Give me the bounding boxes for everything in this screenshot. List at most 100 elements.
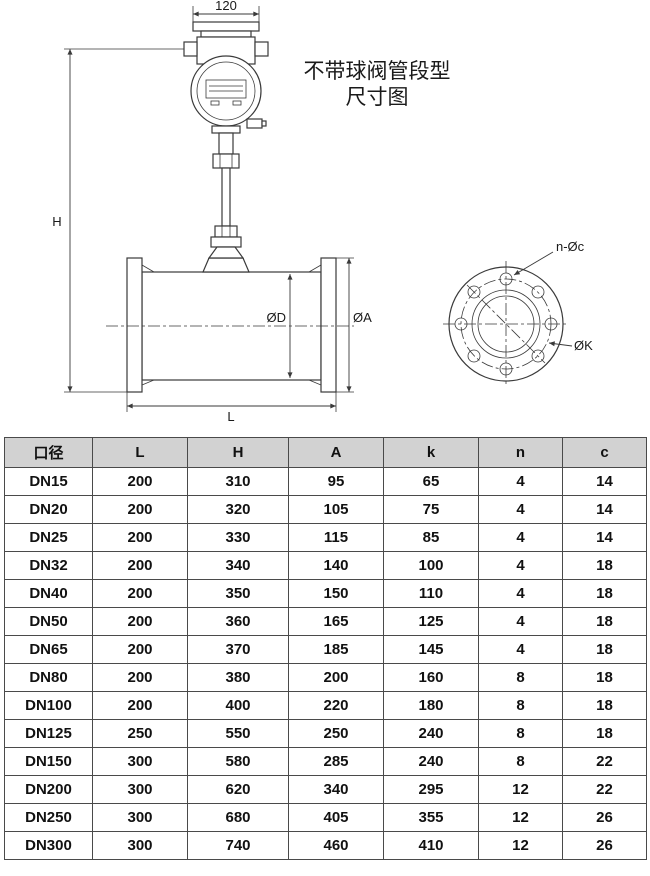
cell-l: 300 (92, 747, 188, 776)
cell-k: 240 (383, 747, 479, 776)
cell-a: 95 (288, 467, 384, 496)
cell-l: 300 (92, 803, 188, 832)
cell-diameter: DN250 (4, 803, 93, 832)
cell-a: 115 (288, 523, 384, 552)
cell-l: 200 (92, 691, 188, 720)
cell-diameter: DN25 (4, 523, 93, 552)
cell-diameter: DN50 (4, 607, 93, 636)
cell-k: 180 (383, 691, 479, 720)
cell-k: 125 (383, 607, 479, 636)
cell-c: 18 (562, 551, 647, 580)
cell-c: 22 (562, 775, 647, 804)
table-row: DN50 200 360 165 125 4 18 (4, 607, 647, 636)
cell-k: 75 (383, 495, 479, 524)
cell-n: 4 (478, 551, 563, 580)
cell-a: 185 (288, 635, 384, 664)
lcd-display (205, 79, 247, 99)
dimension-120: 120 (192, 0, 260, 22)
cell-c: 26 (562, 803, 647, 832)
cell-n: 8 (478, 691, 563, 720)
cell-k: 100 (383, 551, 479, 580)
cell-c: 18 (562, 719, 647, 748)
dimension-label-l: L (227, 409, 234, 424)
dimension-label-od: ØD (267, 310, 287, 325)
cell-k: 160 (383, 663, 479, 692)
column-header-a: A (288, 437, 384, 468)
table-row: DN65 200 370 185 145 4 18 (4, 635, 647, 664)
cell-k: 355 (383, 803, 479, 832)
cell-a: 340 (288, 775, 384, 804)
cell-h: 740 (187, 831, 289, 860)
cell-c: 18 (562, 691, 647, 720)
cable-gland (246, 118, 263, 129)
table-row: DN32 200 340 140 100 4 18 (4, 551, 647, 580)
table-row: DN20 200 320 105 75 4 14 (4, 495, 647, 524)
cell-c: 18 (562, 635, 647, 664)
sensor-mount-boss (202, 257, 250, 273)
cell-l: 250 (92, 719, 188, 748)
cell-l: 200 (92, 495, 188, 524)
cell-n: 12 (478, 831, 563, 860)
cell-k: 295 (383, 775, 479, 804)
cell-h: 620 (187, 775, 289, 804)
cell-a: 460 (288, 831, 384, 860)
column-header-diameter: 口径 (4, 437, 93, 468)
cell-l: 200 (92, 551, 188, 580)
flange-face-view: n-Øc ØK (443, 239, 593, 387)
cell-h: 360 (187, 607, 289, 636)
table-row: DN250 300 680 405 355 12 26 (4, 803, 647, 832)
cell-n: 4 (478, 495, 563, 524)
dimension-table: 口径 L H A k n c DN15 200 310 95 65 4 14 D… (4, 437, 647, 860)
cell-h: 580 (187, 747, 289, 776)
cell-l: 300 (92, 831, 188, 860)
cell-diameter: DN100 (4, 691, 93, 720)
table-row: DN300 300 740 460 410 12 26 (4, 831, 647, 860)
cell-n: 4 (478, 523, 563, 552)
cell-l: 200 (92, 635, 188, 664)
cell-a: 200 (288, 663, 384, 692)
cell-n: 4 (478, 467, 563, 496)
dimension-table-body: DN15 200 310 95 65 4 14 DN20 200 320 105… (4, 467, 647, 860)
cell-l: 300 (92, 775, 188, 804)
dimension-h: H (52, 48, 184, 393)
table-row: DN25 200 330 115 85 4 14 (4, 523, 647, 552)
cell-a: 285 (288, 747, 384, 776)
cell-n: 8 (478, 663, 563, 692)
bolt-holes-label: n-Øc (556, 239, 585, 254)
table-row: DN80 200 380 200 160 8 18 (4, 663, 647, 692)
cell-a: 405 (288, 803, 384, 832)
cell-n: 8 (478, 719, 563, 748)
cell-h: 340 (187, 551, 289, 580)
cell-c: 14 (562, 495, 647, 524)
cell-h: 400 (187, 691, 289, 720)
column-header-k: k (383, 437, 479, 468)
column-header-n: n (478, 437, 563, 468)
cell-l: 200 (92, 467, 188, 496)
cell-l: 200 (92, 663, 188, 692)
column-header-h: H (187, 437, 289, 468)
cell-h: 370 (187, 635, 289, 664)
cell-h: 350 (187, 579, 289, 608)
cell-c: 18 (562, 607, 647, 636)
cell-l: 200 (92, 607, 188, 636)
cell-diameter: DN32 (4, 551, 93, 580)
cell-diameter: DN300 (4, 831, 93, 860)
drawing-title: 不带球阀管段型 尺寸图 (304, 60, 451, 109)
cell-h: 680 (187, 803, 289, 832)
cell-n: 12 (478, 775, 563, 804)
sensor-stem (221, 167, 231, 227)
cell-h: 380 (187, 663, 289, 692)
cell-diameter: DN200 (4, 775, 93, 804)
page-title-line1: 不带球阀管段型 (304, 60, 451, 83)
dimension-label-h: H (52, 214, 61, 229)
cell-h: 330 (187, 523, 289, 552)
cell-diameter: DN20 (4, 495, 93, 524)
table-row: DN15 200 310 95 65 4 14 (4, 467, 647, 496)
cell-diameter: DN65 (4, 635, 93, 664)
cell-diameter: DN15 (4, 467, 93, 496)
cell-c: 18 (562, 663, 647, 692)
table-row: DN150 300 580 285 240 8 22 (4, 747, 647, 776)
pipe-section (106, 257, 354, 393)
bolt-holes (454, 272, 558, 376)
cell-diameter: DN80 (4, 663, 93, 692)
